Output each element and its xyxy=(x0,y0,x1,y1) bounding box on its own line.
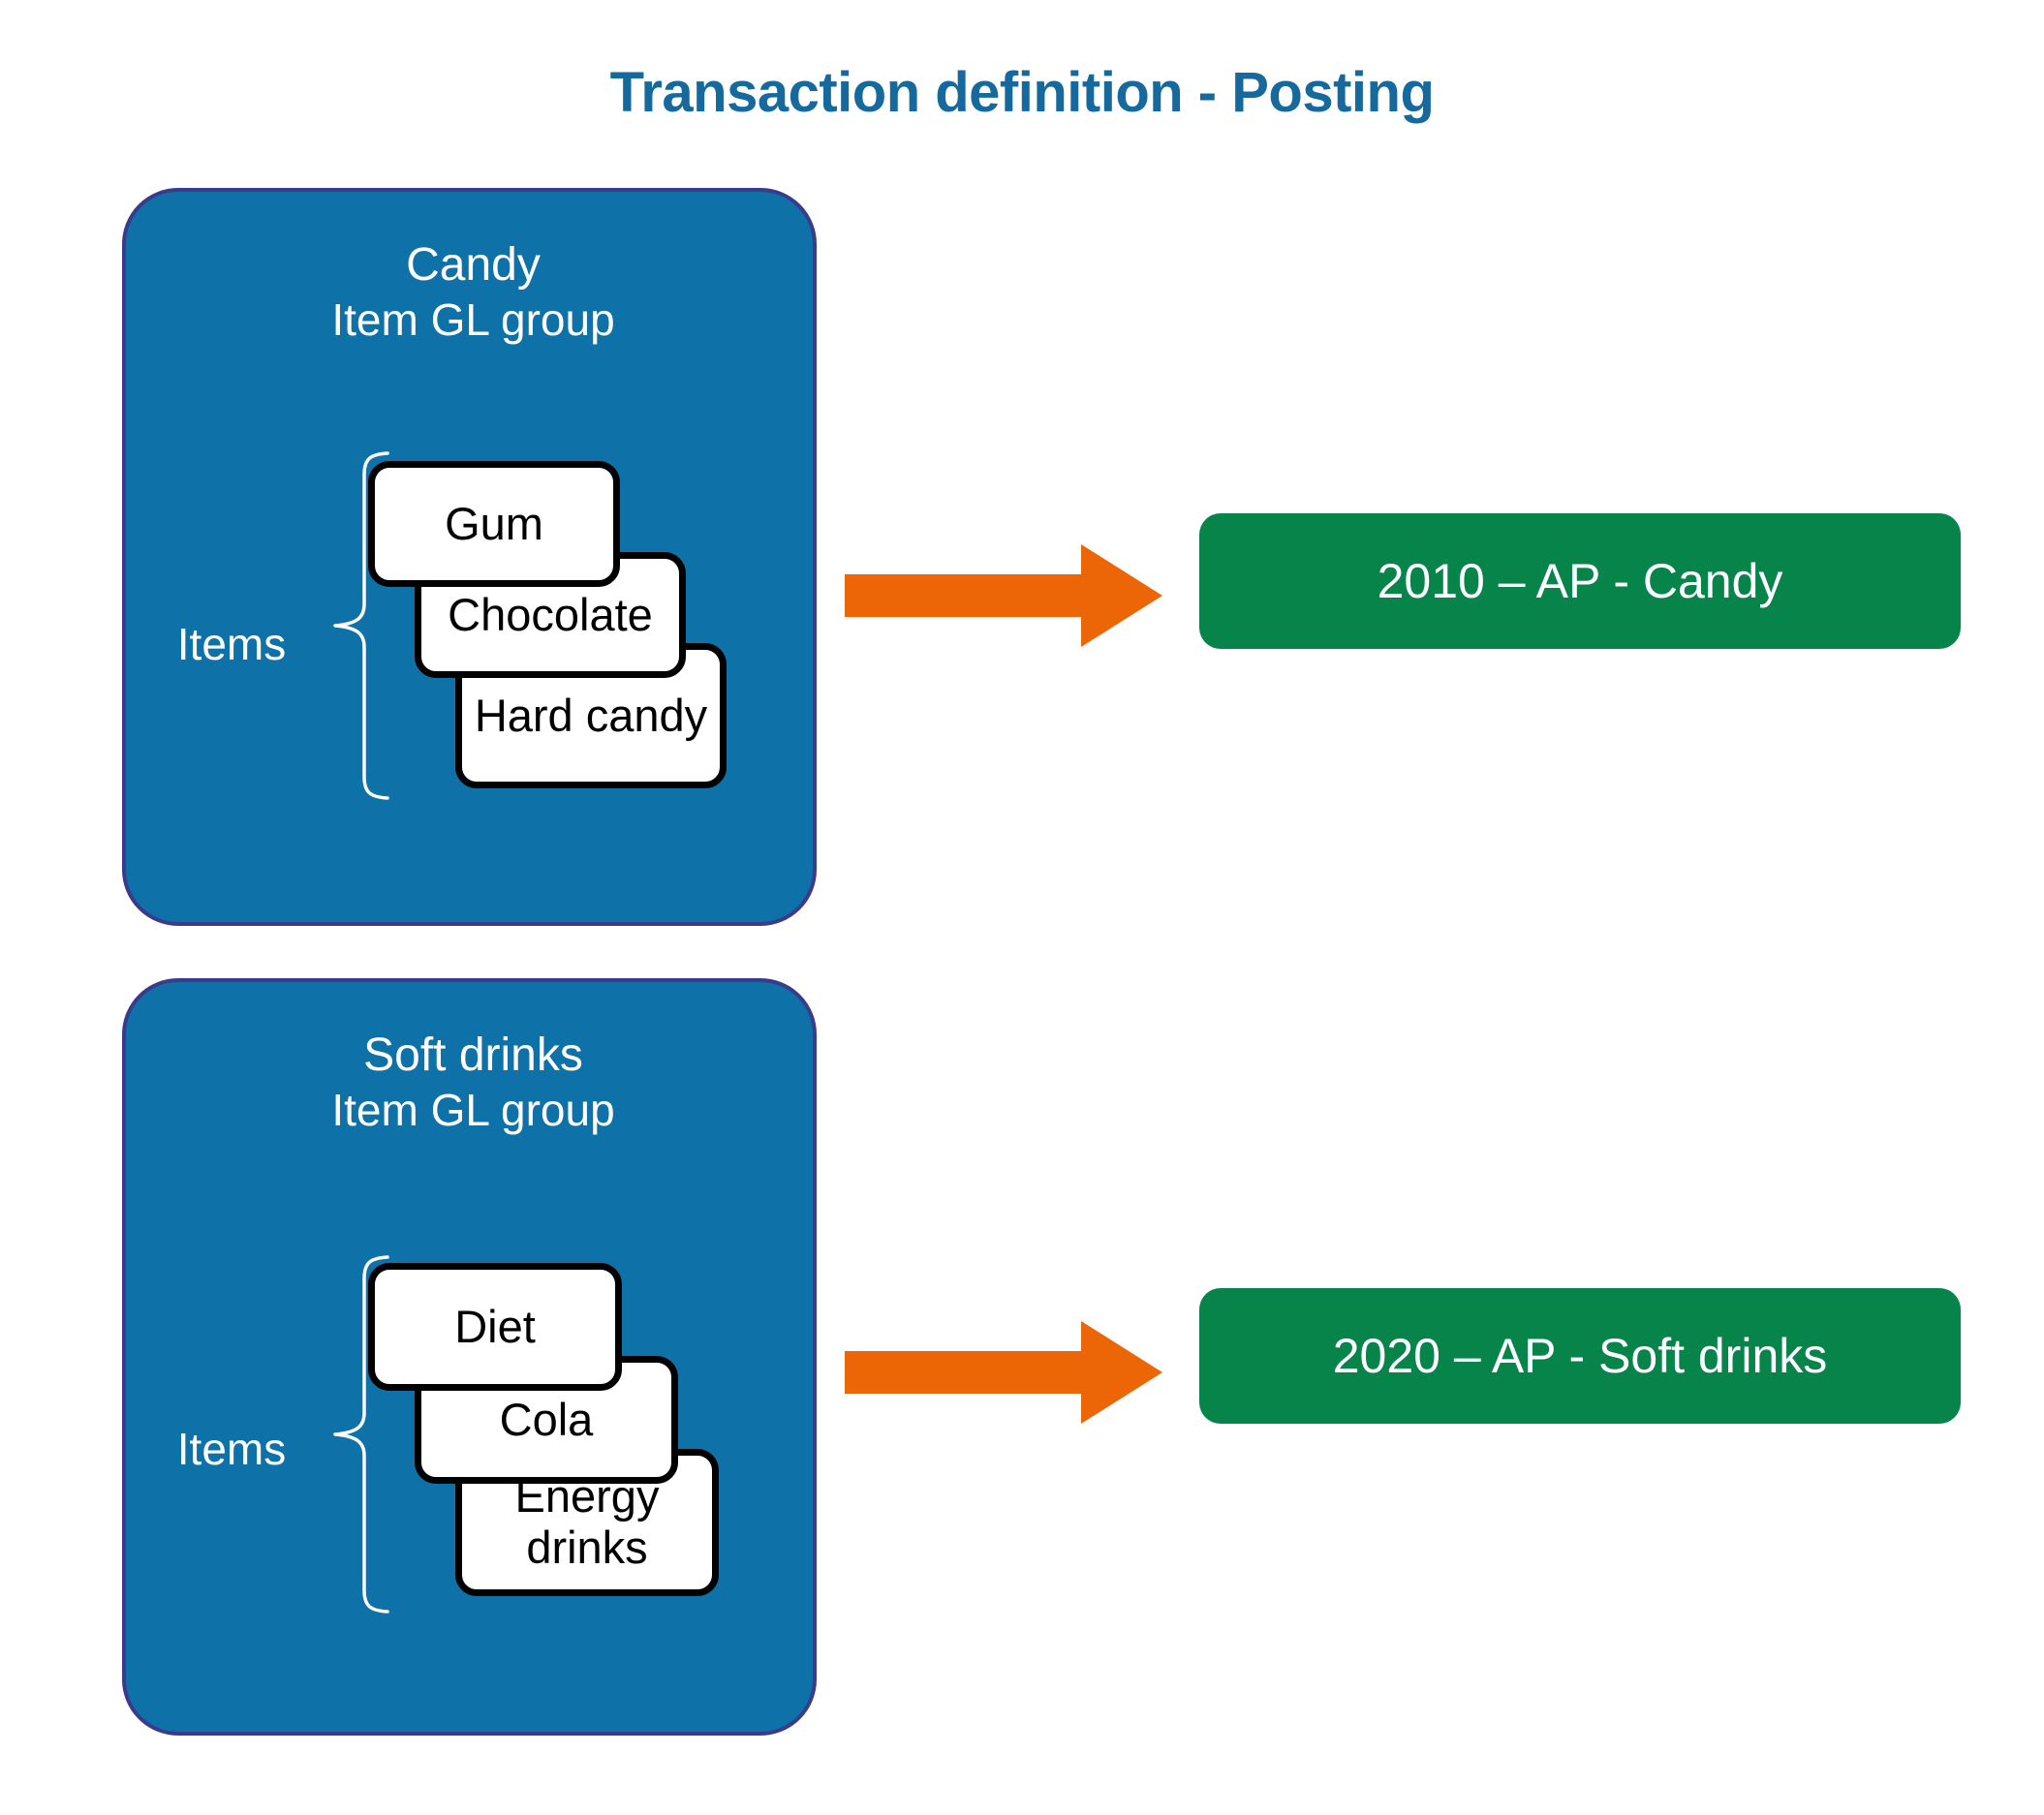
item-card-label: Cola xyxy=(499,1393,594,1445)
item-gl-group-panel-candy: Candy Item GL group Items Gum Chocolate … xyxy=(122,188,817,926)
ledger-account-label: 2010 – AP - Candy xyxy=(1377,554,1783,608)
group-subtitle-soft-drinks: Item GL group xyxy=(331,1084,615,1135)
ledger-account-box-soft-drinks[interactable]: 2020 – AP - Soft drinks xyxy=(1199,1288,1961,1424)
item-card-label: Diet xyxy=(454,1300,536,1352)
ledger-account-label: 2020 – AP - Soft drinks xyxy=(1332,1329,1828,1383)
group-subtitle-candy: Item GL group xyxy=(331,293,615,345)
group-name-soft-drinks: Soft drinks xyxy=(363,1030,583,1081)
item-gl-group-panel-soft-drinks: Soft drinks Item GL group Items Diet Col… xyxy=(122,978,817,1736)
group-header-candy: Candy Item GL group xyxy=(126,238,821,346)
group-header-soft-drinks: Soft drinks Item GL group xyxy=(126,1029,821,1136)
item-card-label: Gum xyxy=(445,497,543,549)
item-card-label: Energy drinks xyxy=(514,1470,660,1573)
page-title: Transaction definition - Posting xyxy=(609,61,1435,124)
posting-arrow-icon-candy xyxy=(845,542,1164,654)
item-card-label: Chocolate xyxy=(448,588,653,640)
group-name-candy: Candy xyxy=(406,239,541,291)
items-label-soft-drinks: Items xyxy=(176,1424,287,1474)
item-card[interactable]: Gum xyxy=(368,461,620,587)
posting-arrow-icon-soft-drinks xyxy=(845,1319,1164,1430)
items-label-candy: Items xyxy=(176,619,287,669)
item-card[interactable]: Diet xyxy=(368,1263,622,1391)
item-card-stack-soft-drinks: Diet Cola Energy drinks xyxy=(368,1263,775,1612)
ledger-account-box-candy[interactable]: 2010 – AP - Candy xyxy=(1199,513,1961,649)
item-card-stack-candy: Gum Chocolate Hard candy xyxy=(368,461,775,790)
item-card-label: Hard candy xyxy=(474,689,708,741)
